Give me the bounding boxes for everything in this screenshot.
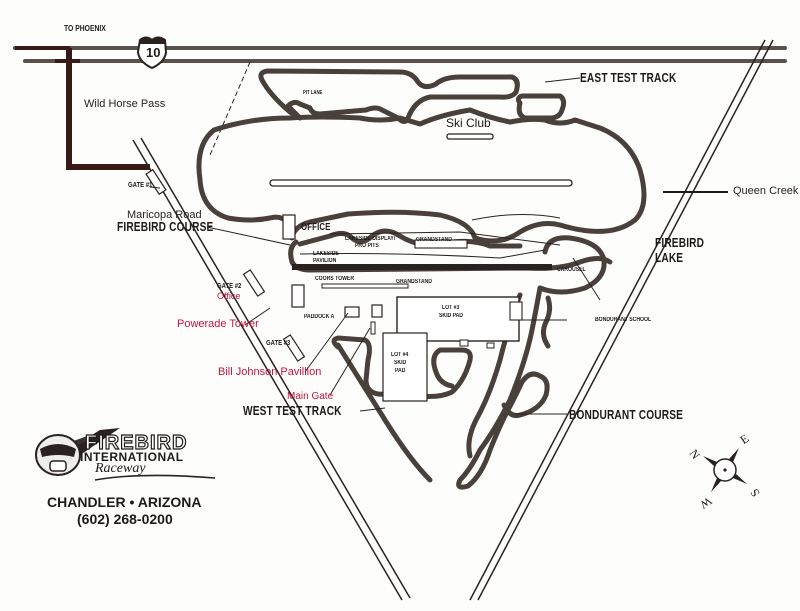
west-test-track-lead — [335, 342, 433, 483]
firebird-course-pointer — [206, 226, 291, 246]
bondurant-school-label: BONDURANT SCHOOL — [595, 317, 652, 323]
interstate-shield-icon — [136, 36, 168, 70]
gate-1-pointer — [149, 186, 161, 189]
gate-2-label: GATE #2 — [217, 283, 242, 290]
main-gate-pointer — [329, 327, 371, 396]
powerade-tower-pointer — [244, 307, 271, 326]
grandstand-bar — [321, 283, 409, 289]
gate-2-office-label: Office — [217, 291, 241, 301]
maricopa-road-line-b — [140, 137, 411, 599]
bill-johnson-pavilion-building — [344, 306, 360, 318]
main-gate-booth — [370, 321, 376, 335]
maricopa-road-label: Maricopa Road — [127, 209, 202, 221]
logo-international-text: INTERNATIONAL — [80, 450, 184, 464]
gate-2-office-building — [291, 284, 305, 308]
coors-tower-label: COORS TOWER — [315, 276, 355, 282]
east-test-track-hairpin — [515, 93, 567, 121]
east-track-pointer — [544, 77, 581, 83]
gate-3-marker — [282, 334, 306, 362]
grandstand-top-box — [414, 239, 468, 249]
compass-rose-icon — [703, 448, 747, 492]
service-road-3 — [471, 213, 561, 221]
lot-4-skid-pad — [382, 332, 428, 402]
grandstand-top-label: GRANDSTAND — [416, 237, 452, 243]
firebird-helmet-logo-icon — [35, 428, 120, 476]
office-building — [282, 214, 296, 240]
east-test-track-label: EAST TEST TRACK — [580, 70, 677, 85]
lot-4-pad-label: PAD — [395, 368, 406, 374]
firebird-lake-pointer — [572, 257, 601, 301]
lot3-annex — [509, 301, 523, 321]
powerade-tower-label: Powerade Tower — [177, 318, 259, 330]
small-building — [459, 339, 469, 347]
logo-swoosh — [94, 474, 216, 481]
carousel-loop — [537, 235, 607, 295]
firebird-lake-label-2: LAKE — [655, 250, 684, 265]
wild-horse-pass-label: Wild Horse Pass — [84, 98, 166, 110]
lot-3-label: LOT #3 — [442, 305, 460, 311]
lot-3-skid-pad-label: SKID PAD — [439, 313, 463, 319]
ski-club-dock — [446, 133, 494, 140]
west-track-pointer — [359, 407, 386, 412]
paddock-a-label: PADDOCK A — [304, 314, 335, 320]
bill-johnson-pavilion-label: Bill Johnson Pavillion — [218, 366, 322, 378]
dashed-access-path — [209, 61, 251, 156]
gate-1-marker — [145, 168, 167, 196]
city-state-label: CHANDLER • ARIZONA — [47, 494, 202, 510]
office-label: OFFICE — [301, 222, 331, 233]
gate-2-marker — [242, 269, 266, 297]
pit-lane-label: PIT LANE — [303, 90, 323, 96]
small-building-2 — [486, 342, 495, 349]
firebird-course-label: FIREBIRD COURSE — [117, 219, 214, 234]
ski-club-label: Ski Club — [446, 116, 491, 130]
service-road-2 — [329, 231, 561, 246]
bondurant-course-label: BONDURANT COURSE — [569, 407, 684, 422]
lot-4-label: LOT #4 — [391, 352, 409, 358]
grandstand-main-label: GRANDSTAND — [396, 279, 432, 285]
west-test-track-label: WEST TEST TRACK — [243, 403, 342, 418]
interstate-number: 10 — [146, 45, 161, 60]
main-gate-building — [371, 304, 383, 318]
gate-3-label: GATE #3 — [266, 340, 291, 347]
east-road-line-b — [477, 39, 774, 601]
east-road-line-a — [469, 39, 766, 601]
logo-firebird-text: FIREBIRD — [84, 431, 188, 454]
bill-johnson-pointer — [304, 312, 349, 373]
lakeside-pavilion-label-1: LAKESIDE — [313, 251, 339, 257]
gate-1-label: GATE #1 — [128, 182, 153, 189]
queen-creek-label: Queen Creek — [733, 185, 799, 197]
logo-raceway-text: Raceway — [95, 461, 146, 476]
drag-strip — [292, 264, 552, 270]
lakeside-pavilion-label-2: PAVILION — [313, 258, 337, 264]
lakeside-display-label: LAKESIDE DISPLAY/ — [345, 236, 396, 242]
pro-pits-label: PRO PITS — [355, 243, 379, 249]
east-test-track — [258, 68, 520, 124]
bondurant-connector — [540, 295, 553, 349]
service-road-1 — [299, 249, 546, 259]
bondurant-course — [456, 285, 550, 490]
west-test-track — [331, 335, 473, 399]
carousel-label: CAROUSEL — [557, 267, 586, 273]
lake-island — [269, 179, 573, 187]
main-gate-label: Main Gate — [287, 391, 334, 402]
wild-horse-pass-road — [66, 48, 150, 170]
firebird-lake-label-1: FIREBIRD — [655, 235, 705, 250]
firebird-main-course — [196, 107, 647, 244]
to-phoenix-label: TO PHOENIX — [64, 24, 106, 33]
lot-4-skid-label: SKID — [394, 360, 407, 366]
phone-number-label: (602) 268-0200 — [77, 511, 173, 527]
maricopa-road-line-a — [132, 139, 403, 601]
